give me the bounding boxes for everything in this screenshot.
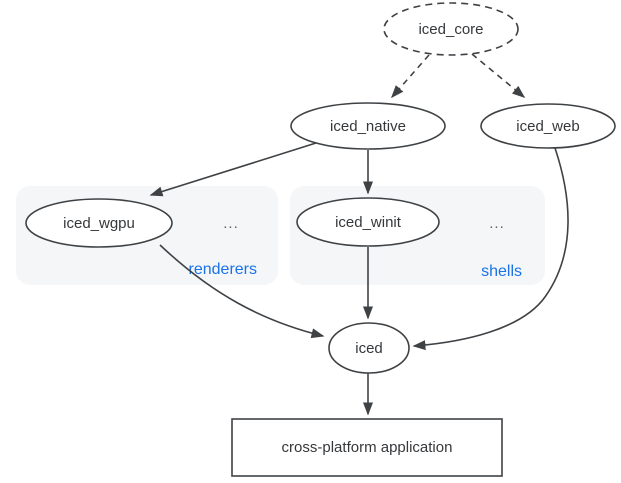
node-iced-wgpu-label: iced_wgpu xyxy=(63,215,135,232)
edge-wgpu-to-iced xyxy=(159,244,325,339)
edge-core-to-web xyxy=(471,53,526,98)
node-iced-web-label: iced_web xyxy=(516,118,579,135)
node-iced-web-shape xyxy=(480,103,616,149)
group-shells-label: shells xyxy=(481,263,522,280)
node-iced-native-label: iced_native xyxy=(330,118,406,135)
group-renderers-label: renderers xyxy=(189,261,257,278)
node-iced-label: iced xyxy=(355,340,383,357)
node-application: cross-platform application xyxy=(231,418,503,477)
node-iced-wgpu: iced_wgpu xyxy=(25,198,173,248)
node-iced-core-label: iced_core xyxy=(418,21,483,38)
node-iced-wgpu-shape xyxy=(25,198,173,248)
node-iced-shape xyxy=(328,322,410,374)
edge-web-to-iced xyxy=(412,147,569,351)
node-iced-core-shape xyxy=(383,2,519,56)
node-iced-web: iced_web xyxy=(480,103,616,149)
node-iced-core: iced_core xyxy=(383,2,519,56)
node-iced-native: iced_native xyxy=(290,102,446,150)
node-application-label: cross-platform application xyxy=(282,439,453,456)
node-iced: iced xyxy=(328,322,410,374)
edge-native-to-wgpu xyxy=(149,142,317,197)
node-iced-winit-shape xyxy=(296,197,440,247)
edges xyxy=(149,53,569,416)
node-iced-winit: iced_winit xyxy=(296,197,440,247)
node-application-shape xyxy=(231,418,503,477)
edge-core-to-native xyxy=(391,54,430,99)
group-renderers-ellipsis: ... xyxy=(223,215,239,232)
node-iced-native-shape xyxy=(290,102,446,150)
node-iced-winit-label: iced_winit xyxy=(335,214,402,231)
group-shells-ellipsis: ... xyxy=(489,215,505,232)
